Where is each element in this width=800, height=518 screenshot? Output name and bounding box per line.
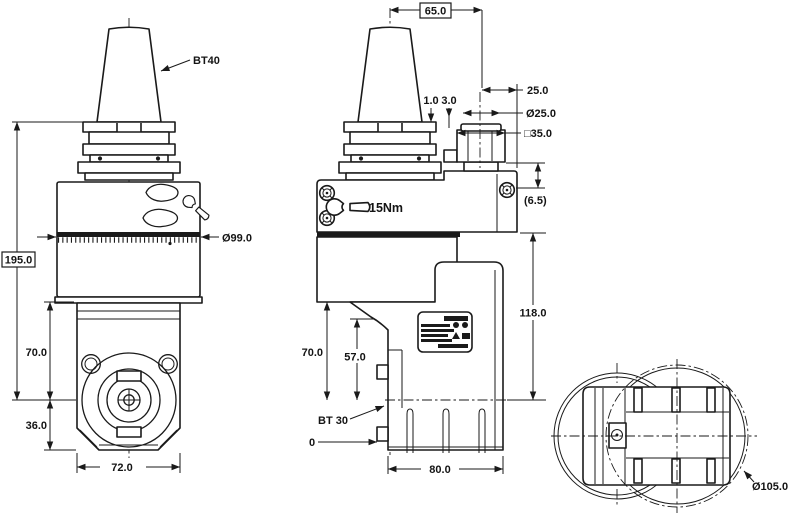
dim-front-72-label: 72.0 [111, 462, 132, 474]
side-cylinder [316, 236, 458, 303]
front-view: 195.0 70.0 36.0 72.0 Ø99.0 BT40 [1, 18, 252, 474]
front-scale-ring [57, 232, 200, 246]
dim-side-25: 25.0 [481, 84, 548, 168]
bottom-spindle-hole [611, 429, 623, 441]
dim-front-195: 195.0 [1, 121, 84, 401]
nameplate [417, 311, 473, 353]
dim-side-70: 70.0 [302, 301, 331, 401]
dim-side-6-5-label: (6.5) [524, 195, 547, 207]
dim-side-80: 80.0 [387, 456, 504, 476]
side-screw-3 [498, 181, 516, 199]
side-tab-upper [376, 364, 389, 380]
front-bolt-hole-right [158, 354, 178, 374]
front-bolt-hole-left [81, 354, 101, 374]
dim-front-195-label: 195.0 [5, 255, 33, 267]
side-tab-lower [376, 426, 389, 442]
dim-side-0: 0 [309, 437, 378, 449]
side-port-block [456, 92, 506, 168]
dim-front-36-label: 36.0 [26, 420, 47, 432]
front-spindle-face [81, 352, 178, 448]
front-slot-upper [145, 183, 179, 202]
front-bt40-taper [77, 26, 181, 181]
dim-front-72: 72.0 [76, 453, 181, 474]
side-head-body [316, 170, 518, 233]
bt30-label: BT 30 [318, 415, 348, 427]
dim-side-dia25-label: Ø25.0 [526, 108, 556, 120]
bt40-label: BT40 [193, 55, 220, 67]
dim-front-36: 36.0 [26, 399, 76, 451]
dim-bottom-dia105: Ø105.0 [743, 470, 788, 493]
side-port-pedestal [463, 161, 499, 172]
dim-side-65: 65.0 [389, 2, 483, 88]
dim-front-70-label: 70.0 [26, 347, 47, 359]
dim-side-1-label: 1.0 [423, 95, 438, 107]
dim-side-0-label: 0 [309, 437, 315, 449]
dim-side-25-label: 25.0 [527, 85, 548, 97]
front-body-rim [54, 296, 203, 304]
dim-front-dia99: Ø99.0 [37, 233, 252, 245]
label-bt40: BT40 [160, 55, 220, 72]
dim-front-dia99-label: Ø99.0 [222, 233, 252, 245]
dim-side-65-label: 65.0 [425, 6, 446, 18]
dim-side-sq35: □35.0 [456, 128, 552, 140]
side-screw-1 [318, 184, 336, 202]
dim-side-70-label: 70.0 [302, 347, 323, 359]
side-lower-body [349, 261, 504, 451]
dim-side-dia25: Ø25.0 [462, 108, 556, 120]
dim-side-6-5: (6.5) [506, 162, 547, 207]
dim-side-118: 118.0 [507, 232, 551, 401]
torque-callout: 15Nm [325, 198, 403, 216]
dim-side-118-label: 118.0 [520, 308, 547, 320]
dim-side-sq35-label: □35.0 [524, 128, 552, 140]
side-view: 15Nm [302, 2, 556, 476]
bottom-view: Ø105.0 [551, 359, 788, 513]
dim-side-57: 57.0 [340, 318, 374, 401]
front-slot-lower [142, 208, 179, 228]
dim-bottom-dia105-label: Ø105.0 [752, 481, 788, 493]
dim-side-3-label: 3.0 [441, 95, 456, 107]
dim-front-70: 70.0 [26, 301, 74, 401]
torque-label: 15Nm [369, 201, 403, 215]
dim-side-3: 3.0 [441, 95, 457, 128]
dim-side-80-label: 80.0 [429, 464, 450, 476]
dim-side-57-label: 57.0 [344, 352, 365, 364]
dim-side-1: 1.0 [423, 95, 439, 123]
label-bt30: BT 30 [318, 405, 385, 427]
